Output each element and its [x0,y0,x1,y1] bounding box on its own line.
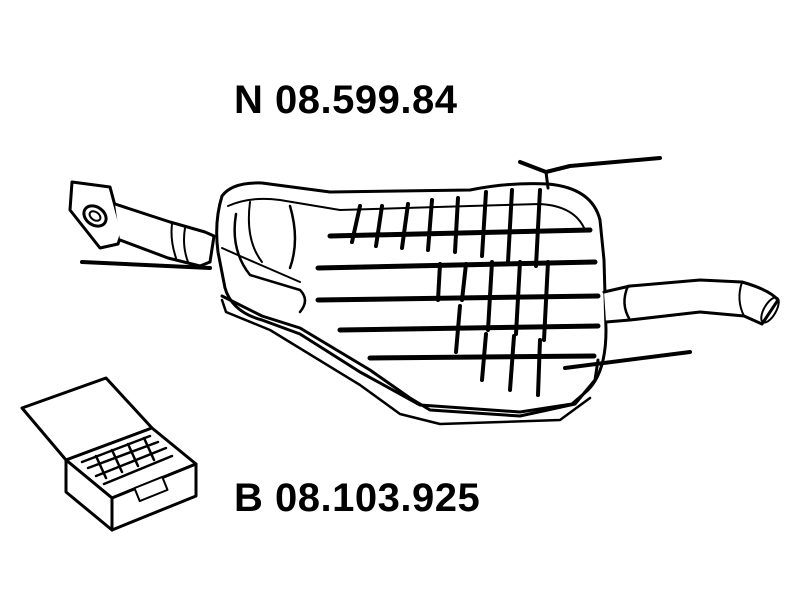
mounting-kit-box [20,376,198,532]
tail-pipe [602,278,780,326]
hanger-rod-right [518,156,662,174]
part-number-n: N 08.599.84 [234,78,458,122]
rear-muffler-illustration [68,156,780,426]
box-contents [80,434,174,486]
muffler-ribs [350,188,550,397]
hanger-rod-lower [563,350,692,370]
heat-shield [220,294,600,418]
inlet-flange [68,180,124,250]
inlet-pipe [113,202,216,268]
tail-pipe-outlet [760,296,780,324]
flange-hole [82,204,108,228]
part-number-b: B 08.103.925 [234,476,481,520]
hanger-rod-left [80,260,212,270]
box-label-window [133,475,169,503]
